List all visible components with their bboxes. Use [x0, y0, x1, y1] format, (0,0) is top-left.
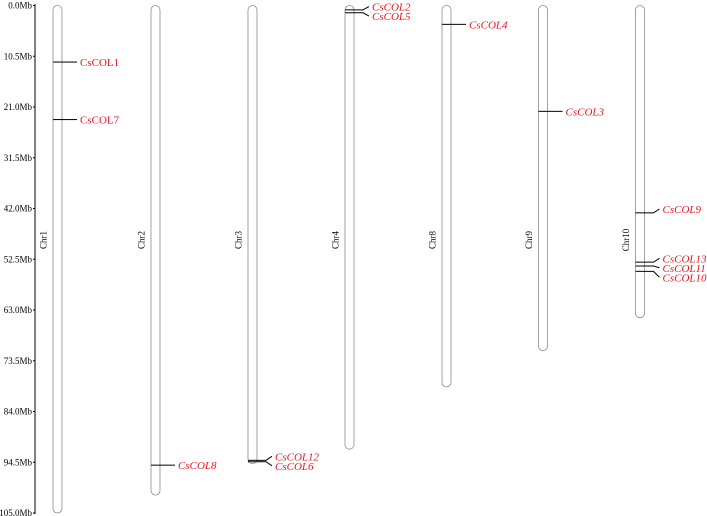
gene-label: CsCOL4 — [469, 19, 508, 31]
chromosome-label: Chr3 — [234, 231, 244, 250]
chromosome-chr1 — [52, 5, 63, 514]
gene-label: CsCOL2 — [372, 2, 411, 14]
gene-label: CsCOL9 — [663, 204, 702, 216]
scale-tick-label: 105.0Mb — [0, 508, 32, 516]
gene-label: CsCOL10 — [663, 272, 707, 284]
gene-leader-line — [644, 208, 660, 214]
scale-tick-label: 84.0Mb — [4, 407, 33, 417]
chromosome-chr8 — [441, 5, 452, 388]
gene-label: CsCOL13 — [663, 253, 707, 265]
gene-label: CsCOL5 — [372, 11, 411, 23]
gene-markers: CsCOL1CsCOL7CsCOL8CsCOL12CsCOL6CsCOL2CsC… — [53, 2, 707, 473]
scale-tick-label: 10.5Mb — [4, 51, 33, 61]
chromosome-label: Chr9 — [524, 231, 534, 250]
gene-leader-line — [644, 257, 660, 263]
chromosome-label: Chr1 — [39, 231, 49, 249]
gene-leader-line — [354, 12, 370, 17]
scale-tick-label: 94.5Mb — [4, 457, 33, 467]
scale-tick-label: 0.0Mb — [8, 1, 32, 11]
gene-label: CsCOL6 — [275, 461, 314, 473]
gene-label: CsCOL12 — [275, 451, 320, 463]
chromosome-label: Chr4 — [331, 231, 341, 250]
gene-label: CsCOL1 — [80, 57, 119, 69]
chromosome-chr2 — [150, 5, 161, 496]
gene-leader-line — [257, 461, 273, 467]
gene-leader-line — [644, 265, 660, 269]
chromosome-chr4 — [344, 5, 355, 450]
chromosome-label: Chr10 — [621, 228, 631, 251]
gene-label: CsCOL8 — [178, 460, 217, 472]
scale-tick-label: 63.0Mb — [4, 305, 33, 315]
chromosome-label: Chr2 — [137, 231, 147, 249]
scale-tick-label: 42.0Mb — [4, 204, 33, 214]
gene-label: CsCOL7 — [80, 115, 120, 127]
chromosomes: Chr1 Chr2 Chr3 Chr4 Chr8 Chr9 Chr10 — [39, 5, 645, 514]
chromosome-chr10 — [635, 5, 645, 319]
scale-ticks: 0.0Mb 10.5Mb 21.0Mb 31.5Mb 42.0Mb 52.5Mb 63.0M… — [0, 1, 35, 516]
scale-tick-label: 31.5Mb — [4, 153, 33, 163]
gene-label: CsCOL3 — [566, 106, 605, 118]
gene-leader-line — [257, 455, 273, 461]
gene-leader-line — [644, 270, 660, 278]
chromosome-chr9 — [538, 5, 548, 352]
gene-label: CsCOL11 — [663, 263, 706, 275]
scale-tick-label: 52.5Mb — [4, 254, 33, 264]
scale-tick-label: 21.0Mb — [4, 102, 33, 112]
scale-tick-label: 73.5Mb — [4, 356, 33, 366]
chromosome-chr3 — [247, 5, 258, 465]
chromosome-label: Chr8 — [428, 231, 438, 250]
gene-leader-line — [354, 6, 370, 11]
